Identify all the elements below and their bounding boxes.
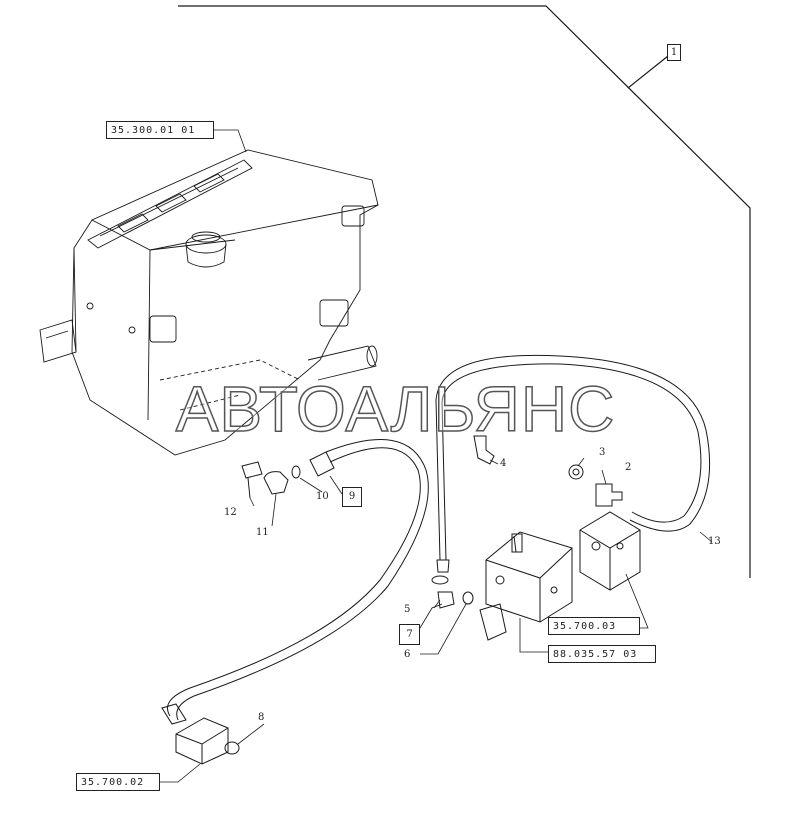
ref-tank: 35.300.01 01 xyxy=(106,121,214,139)
fittings-2-3 xyxy=(568,464,623,507)
callout-5: 5 xyxy=(404,604,411,615)
leader-lines xyxy=(160,129,713,783)
hose-9 xyxy=(167,439,429,721)
callout-8: 8 xyxy=(258,712,265,723)
ref-distributor: 88.035.57 03 xyxy=(548,645,656,663)
callout-4: 4 xyxy=(500,458,507,469)
distributor xyxy=(479,531,573,641)
callout-10: 10 xyxy=(316,491,329,502)
fitting-7-number-box: 7 xyxy=(399,624,420,645)
hose-9-number-box: 9 xyxy=(342,487,362,507)
hose-13 xyxy=(435,354,711,573)
callout-3: 3 xyxy=(599,447,606,458)
fittings-5-6-7 xyxy=(431,575,474,609)
tank-outlet-fittings xyxy=(241,451,335,499)
elbow-4 xyxy=(473,435,495,465)
ref-valve-block: 35.700.03 xyxy=(548,617,640,635)
callout-11: 11 xyxy=(256,527,269,538)
callout-2: 2 xyxy=(625,462,632,473)
assembly-number-box: 1 xyxy=(667,44,681,61)
callout-12: 12 xyxy=(224,507,237,518)
valve-block xyxy=(579,511,641,591)
assembly-bracket xyxy=(178,5,751,578)
callout-13: 13 xyxy=(708,536,721,547)
bottom-block xyxy=(161,703,240,765)
callout-6: 6 xyxy=(404,649,411,660)
ref-bottom-block: 35.700.02 xyxy=(76,773,160,791)
hydraulic-tank xyxy=(39,149,379,456)
